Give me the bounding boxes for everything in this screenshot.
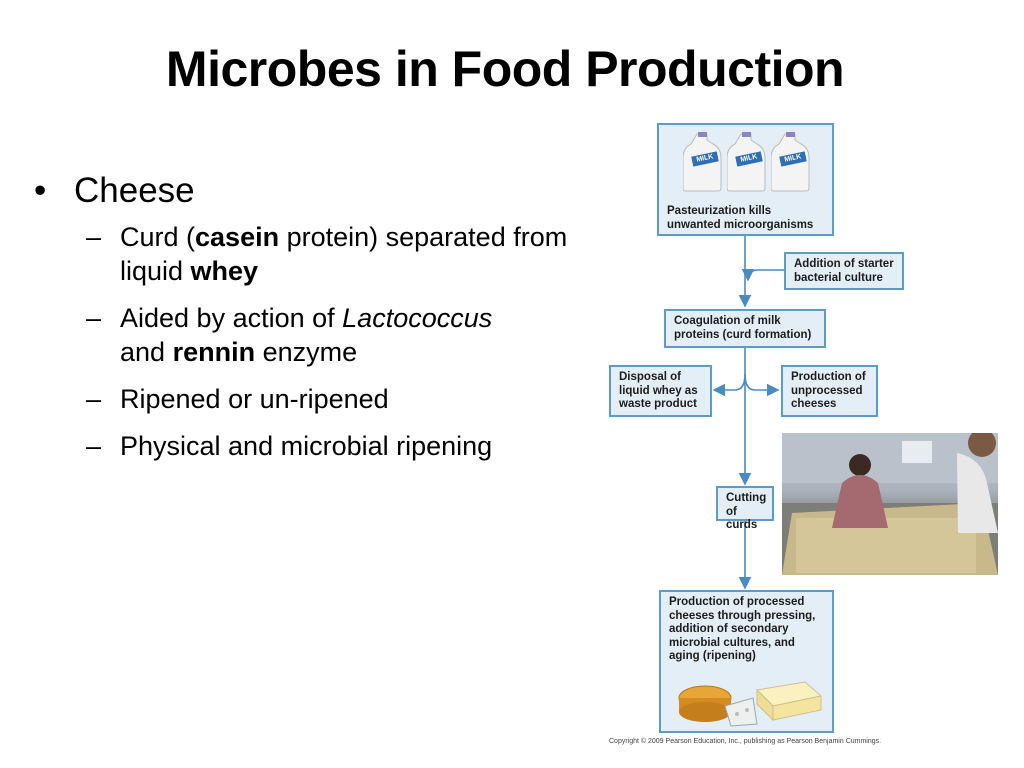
term-rennin: rennin: [172, 337, 256, 367]
arrow-to-disposal: [712, 373, 746, 397]
bullet-label: Cheese: [74, 171, 195, 210]
sub-bullet-lactococcus: – Aided by action of Lactococcus and ren…: [86, 301, 624, 369]
sub-bullet-text: Physical and microbial ripening: [120, 431, 493, 461]
text-run: Aided by action of: [120, 303, 343, 333]
box-text: Production of processed cheeses through …: [669, 596, 816, 662]
bullet-cheese: • Cheese: [34, 170, 624, 212]
dash: –: [86, 431, 102, 461]
box-text: Pasteurization kills unwanted microorgan…: [667, 205, 814, 231]
sub-bullet-list: – Curd (casein protein) separated from l…: [86, 220, 624, 463]
box-disposal: Disposal of liquid whey as waste product: [609, 365, 712, 417]
box-unprocessed: Production of unprocessed cheeses: [781, 365, 878, 417]
text-run: Curd (: [120, 222, 196, 252]
term-lactococcus: Lactococcus: [342, 303, 493, 333]
sub-bullet-text: Aided by action of Lactococcus and renni…: [120, 301, 624, 369]
slide-title: Microbes in Food Production: [165, 41, 845, 97]
dash: –: [86, 303, 102, 333]
sub-bullet-text: Ripened or un-ripened: [120, 384, 389, 414]
sub-bullet-ripened: – Ripened or un-ripened: [86, 382, 624, 416]
milk-jug-icon: MILK: [726, 132, 771, 192]
term-whey: whey: [190, 256, 259, 286]
box-processed: Production of processed cheeses through …: [659, 590, 834, 733]
bullet-list: • Cheese – Curd (casein protein) separat…: [34, 170, 624, 476]
arrow-starter-in: [741, 268, 784, 282]
box-coagulation: Coagulation of milk proteins (curd forma…: [664, 309, 826, 348]
milk-jug-icon: MILK: [682, 132, 727, 192]
sub-bullet-curd: – Curd (casein protein) separated from l…: [86, 220, 624, 288]
arrow-to-unprocessed: [744, 373, 780, 397]
sub-bullet-ripening: – Physical and microbial ripening: [86, 429, 624, 463]
copyright-notice: Copyright © 2009 Pearson Education, Inc.…: [609, 738, 882, 745]
dash: –: [86, 384, 102, 414]
text-run: and: [120, 337, 173, 367]
sub-bullet-text: Curd (casein protein) separated from liq…: [120, 220, 624, 288]
dash: –: [86, 222, 102, 252]
milk-jug-icon: MILK: [770, 132, 815, 192]
box-cutting: Cutting of curds: [716, 486, 774, 531]
bullet-dot: •: [34, 171, 47, 210]
cheese-icon: [678, 681, 823, 727]
text-run: enzyme: [255, 337, 358, 367]
cheese-making-photo: [782, 433, 998, 575]
text-run: protein) separated from liquid: [120, 222, 568, 286]
term-casein: casein: [195, 222, 280, 252]
box-starter-culture: Addition of starter bacterial culture: [784, 252, 904, 290]
